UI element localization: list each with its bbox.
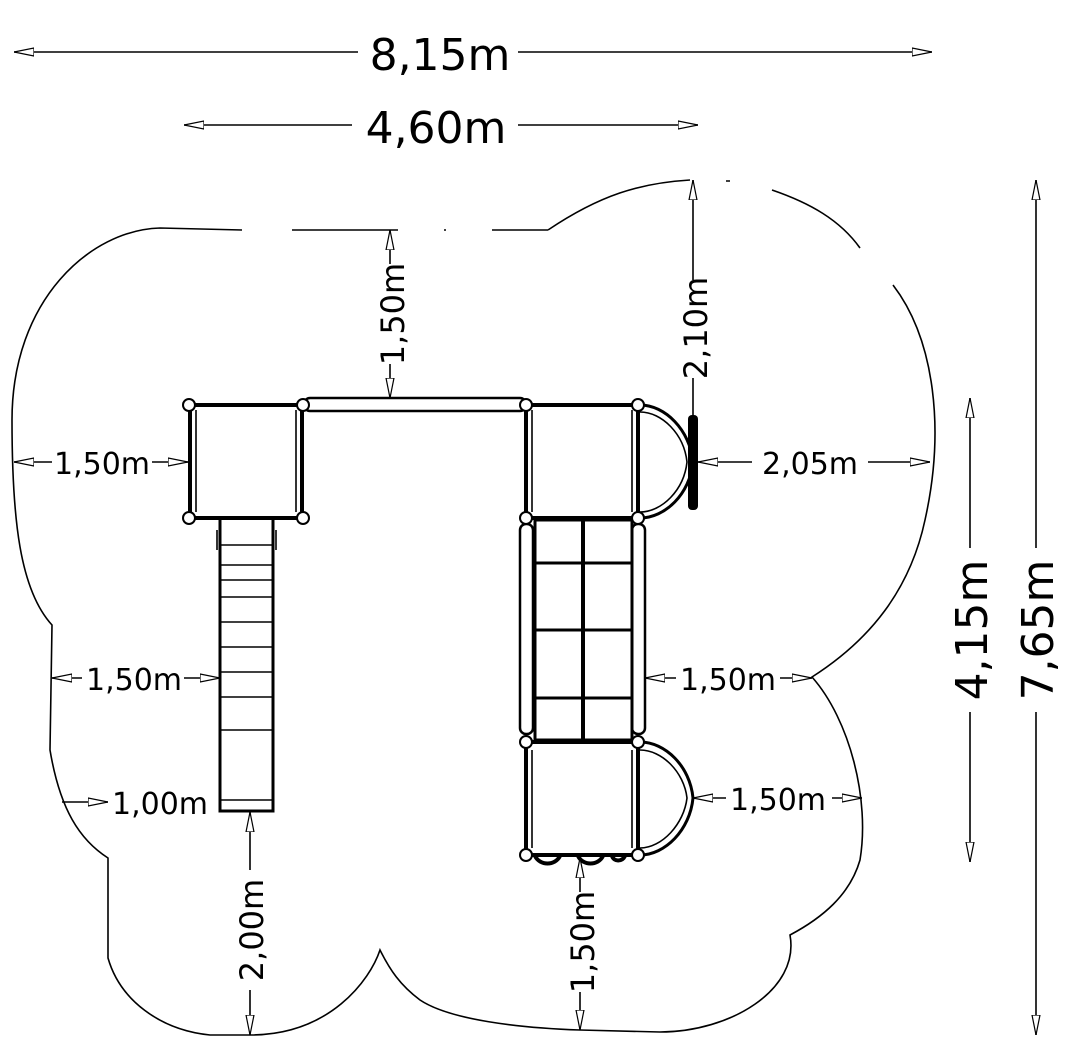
slide-exit-label: 1,00m [112, 787, 208, 822]
slide [216, 516, 277, 813]
total-height-label: 7,65m [1013, 560, 1064, 701]
bottom-clearance-label: 1,50m [564, 891, 602, 993]
slide-bottom-label: 2,00m [233, 879, 271, 981]
left-side-clearance-label: 1,50m [54, 447, 150, 482]
right-upper-tower [524, 403, 698, 520]
structure-width-label: 4,60m [366, 103, 507, 154]
right-side-clearance-label: 2,05m [762, 447, 858, 482]
climbing-net [518, 518, 647, 742]
right-top-clearance-label: 2,10m [677, 277, 715, 379]
top-clearance-label: 1,50m [374, 263, 412, 365]
right-lower-tower [524, 740, 695, 866]
lower-right-clearance-label: 1,50m [730, 783, 826, 818]
posts [182, 398, 645, 862]
structure-height-label: 4,15m [947, 560, 998, 701]
total-width-label: 8,15m [370, 30, 511, 81]
net-right-clearance-label: 1,50m [680, 663, 776, 698]
bridge [302, 396, 528, 413]
dimension-lines [14, 52, 1036, 1035]
safety-zone-outline [11, 179, 936, 1036]
slide-left-clearance-label: 1,50m [86, 663, 182, 698]
left-tower [188, 403, 304, 520]
